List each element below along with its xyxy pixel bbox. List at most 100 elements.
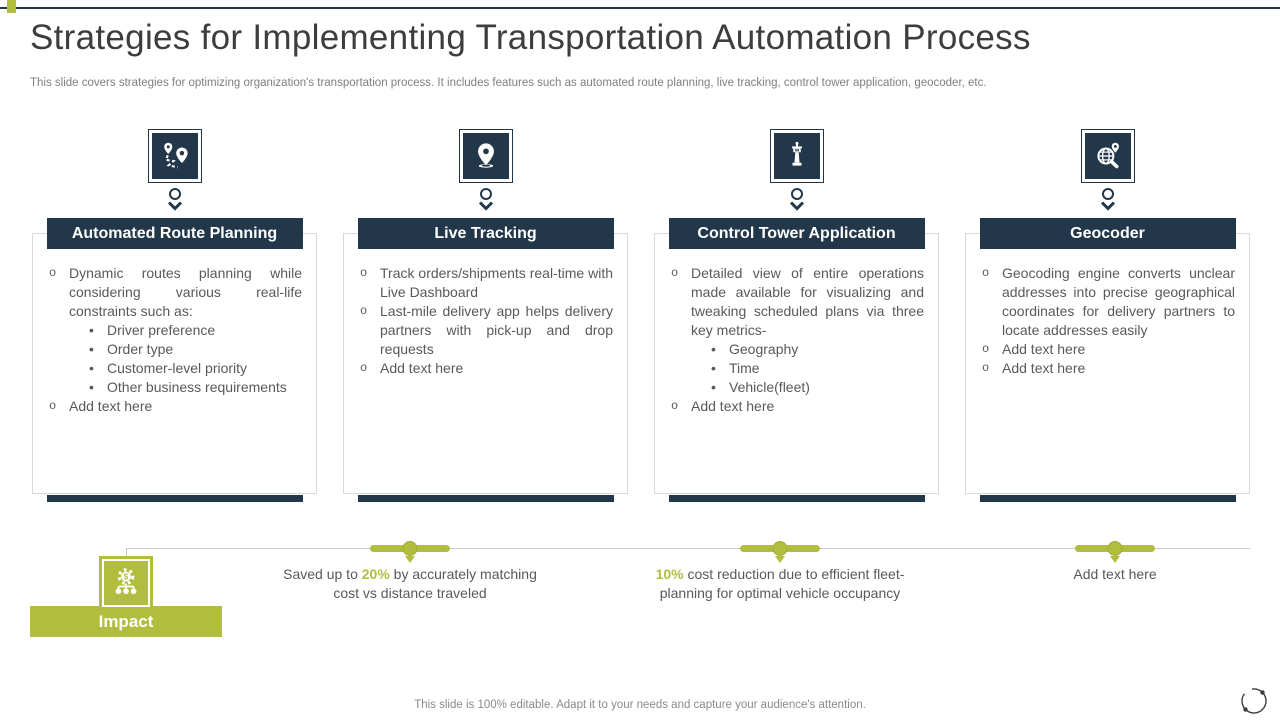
bullet-text: Add text here [1002,341,1086,357]
bullet-text: Geocoding engine converts unclear addres… [1002,265,1235,338]
chevron-down-icon [789,201,804,211]
sub-bullet-item: • Geography [671,340,924,359]
strategy-column[interactable]: Control Tower Application o Detailed view… [654,218,939,502]
timeline-dot [772,541,788,556]
location-pin-tile [462,133,509,179]
column-title-bar[interactable]: Automated Route Planning [46,218,303,249]
strategy-columns: Automated Route Planning o Dynamic routes… [32,218,1250,502]
timeline-line [126,548,1250,549]
slide-footer-note: This slide is 100% editable. Adapt it to… [414,699,866,711]
sub-bullet-item: •Other business requirements [49,378,302,397]
impact-text-part: Saved up to [283,566,362,582]
icon-cell-geocoder [965,129,1250,211]
strategy-column[interactable]: Geocoder o Geocoding engine converts uncl… [965,218,1250,502]
impact-text-part: by accurately matching cost vs distance … [333,566,537,601]
sub-bullet-text: Time [729,360,760,376]
icon-cell-control-tower [654,129,939,211]
bullet-text: Dynamic routes planning while considerin… [69,265,302,319]
column-bullet-list[interactable]: o Geocoding engine converts unclear addre… [966,234,1249,378]
chevron-down-icon [167,201,182,211]
impact-gear-network-icon[interactable]: $ [99,556,153,610]
circle-bullet-marker: o [49,399,57,413]
sub-bullet-text: Customer-level priority [107,360,248,376]
sub-bullet-item: • Driver preference [49,321,302,340]
dot-bullet-marker: • [711,379,716,395]
dot-bullet-marker: • [89,379,94,395]
dot-bullet-marker: • [711,360,716,376]
impact-item-text[interactable]: Saved up to 20% by accurately matching c… [278,565,542,603]
bullet-text: Add text here [69,398,153,414]
circle-bullet-marker: o [982,342,990,356]
impact-highlight-value: 20% [361,566,390,582]
circle-bullet-marker: o [360,304,368,318]
bullet-text: Last-mile delivery app helps delivery pa… [380,303,613,357]
timeline-connector [126,548,127,557]
timeline-dot [1107,541,1123,556]
sub-bullet-text: Order type [107,341,174,357]
dot-bullet-marker: • [89,341,94,357]
timeline-node [740,541,820,563]
dot-bullet-marker: • [711,341,716,357]
control-tower-tile [773,133,820,179]
circle-bullet-marker: o [360,266,368,280]
corner-accent-square [7,0,16,13]
sub-bullet-text: Driver preference [107,322,216,338]
route-icon[interactable] [147,129,202,183]
icon-row [32,129,1250,211]
dot-bullet-marker: • [89,322,94,338]
bullet-text: Detailed view of entire operations made … [691,265,924,338]
column-title: Control Tower Application [697,224,896,242]
column-footer-bar [357,495,614,502]
icon-cell-tracking [343,129,628,211]
dot-bullet-marker: • [89,360,94,376]
strategy-column[interactable]: Automated Route Planning o Dynamic routes… [32,218,317,502]
sub-bullet-text: Geography [729,341,799,357]
timeline-node [1075,541,1155,563]
column-footer-bar [668,495,925,502]
column-title: Automated Route Planning [71,224,278,242]
impact-text-part: Add text here [1073,566,1157,582]
column-title-bar[interactable]: Live Tracking [357,218,614,249]
slide-subtitle[interactable]: This slide covers strategies for optimiz… [30,77,987,89]
impact-item-text[interactable]: 10% cost reduction due to efficient flee… [648,565,912,603]
timeline-arrow [405,556,415,563]
connector-circle [790,188,803,200]
bullet-text: Add text here [691,398,775,414]
column-title-bar[interactable]: Geocoder [979,218,1236,249]
impact-text-part: cost reduction due to efficient fleet-pl… [659,566,905,601]
impact-highlight-value: 10% [655,566,684,582]
strategy-column[interactable]: Live Tracking o Track orders/shipments re… [343,218,628,502]
circle-bullet-marker: o [671,266,679,280]
connector-circle [168,188,181,200]
control-tower-icon[interactable] [769,129,824,183]
bullet-item: o Track orders/shipments real-time with L… [360,264,613,302]
sub-bullet-item: • Customer-level priority [49,359,302,378]
column-bullet-list[interactable]: o Detailed view of entire operations made… [655,234,938,416]
page-title[interactable]: Strategies for Implementing Transportati… [30,18,1031,57]
impact-item-text[interactable]: Add text here [983,565,1247,584]
chevron-down-icon [1100,201,1115,211]
connector-circle [1101,188,1114,200]
column-bullet-list[interactable]: o Track orders/shipments real-time with L… [344,234,627,378]
location-pin-icon[interactable] [458,129,513,183]
column-bullet-list[interactable]: o Dynamic routes planning while consideri… [33,234,316,416]
bullet-item: o Detailed view of entire operations made… [671,264,924,340]
impact-banner[interactable]: Impact [30,606,222,637]
circle-bullet-marker: o [360,361,368,375]
column-title-bar[interactable]: Control Tower Application [668,218,925,249]
bullet-item: o Last-mile delivery app helps delivery p… [360,302,613,359]
circle-bullet-marker: o [671,399,679,413]
bullet-item: o Dynamic routes planning while consideri… [49,264,302,321]
route-icon-tile [151,133,198,179]
sub-bullet-text: Vehicle(fleet) [729,379,810,395]
geocoder-icon[interactable] [1080,129,1135,183]
column-footer-bar [979,495,1236,502]
bullet-text: Track orders/shipments real-time with Li… [380,265,613,300]
bullet-text: Add text here [1002,360,1086,376]
circle-bullet-marker: o [49,266,57,280]
bullet-item: o Add text here [982,340,1235,359]
column-title: Geocoder [1070,224,1145,242]
